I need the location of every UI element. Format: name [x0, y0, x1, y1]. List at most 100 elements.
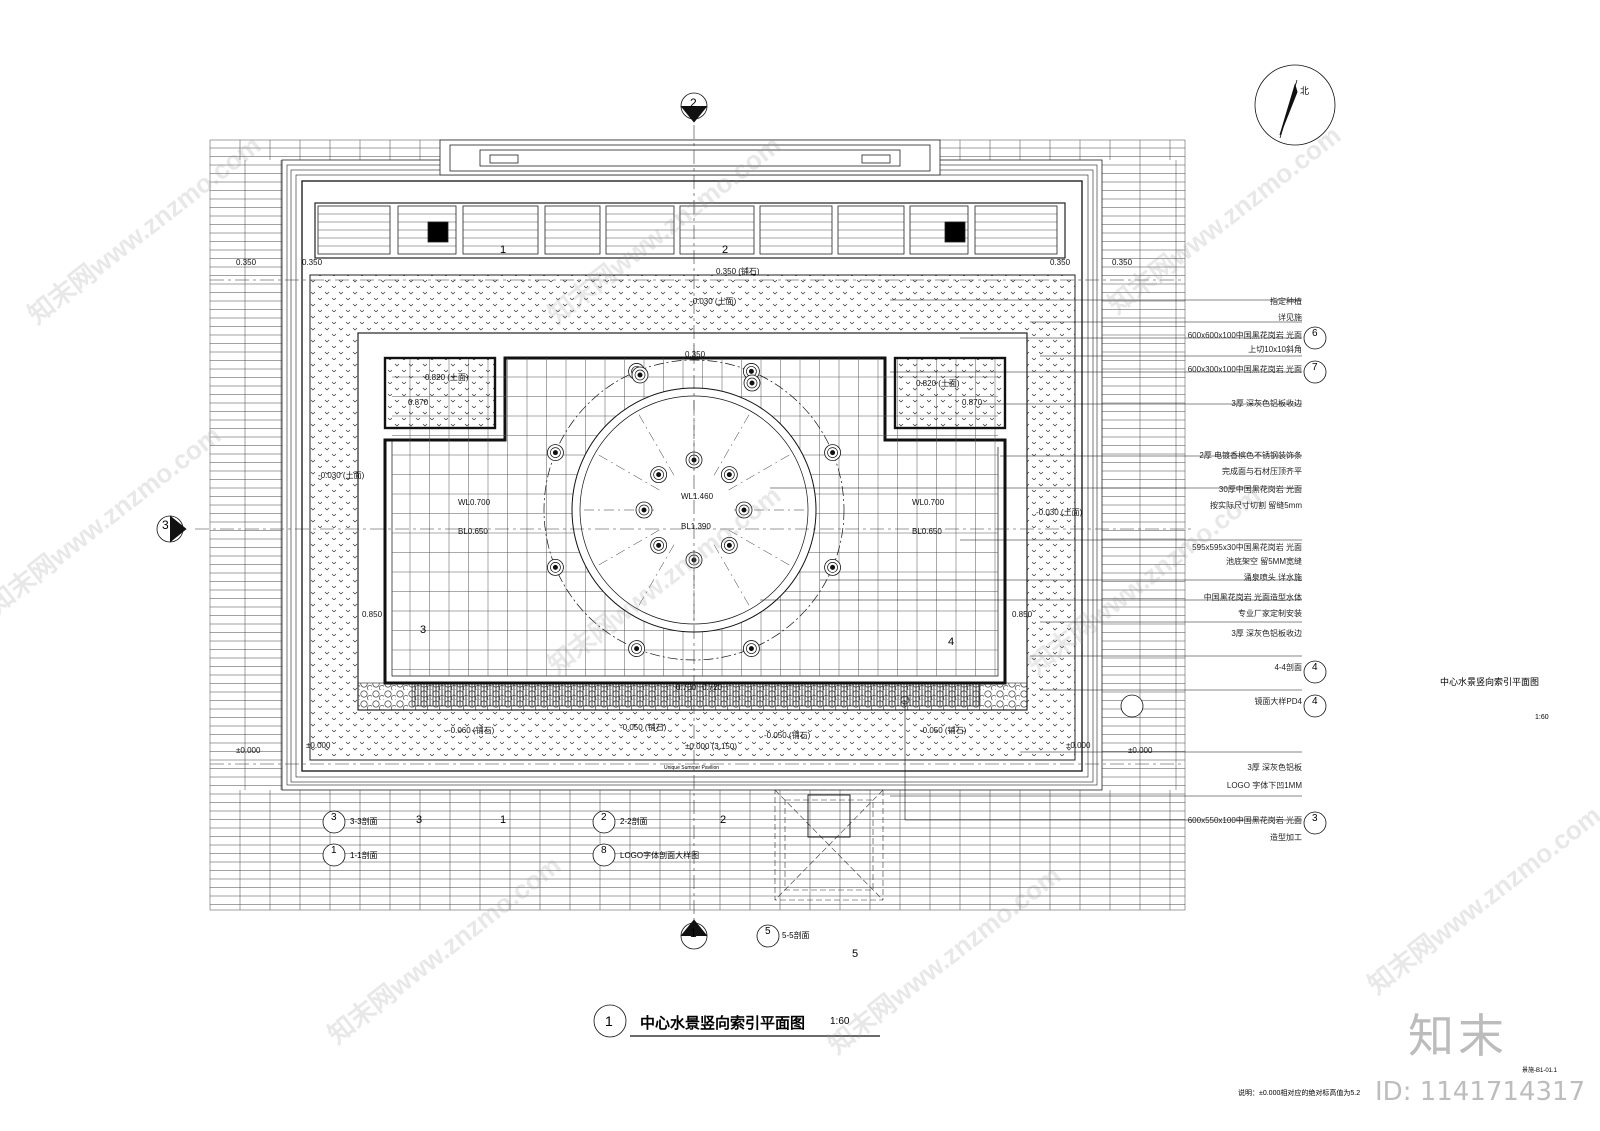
section-label: 2-2剖面 — [620, 817, 648, 826]
side-title: 中心水景竖向索引平面图 — [1440, 677, 1540, 687]
callout-label: 3厚 深灰色铝板收边 — [1231, 629, 1302, 638]
callout-label: 4-4剖面 — [1274, 663, 1302, 672]
ref-number: 2 — [690, 96, 697, 110]
level-label: WL0.700 — [912, 498, 945, 507]
level-label: -0.060 (铺石) — [448, 726, 495, 735]
level-label: 0.350 — [302, 258, 323, 267]
title-number: 1 — [605, 1013, 613, 1029]
callout-label: 上切10x10斜角 — [1248, 345, 1302, 354]
level-label: -0.050 (铺石) — [920, 726, 967, 735]
section-number: 1 — [500, 244, 507, 256]
callout-label: 专业厂家定制安装 — [1238, 609, 1302, 618]
pebble-band — [357, 682, 1028, 711]
axis-lines — [195, 125, 1195, 925]
callout-label: 造型加工 — [1270, 833, 1302, 842]
entry-steps — [774, 789, 884, 901]
drawing-title: 中心水景竖向索引平面图 — [640, 1015, 806, 1032]
level-label: 0.870 — [962, 398, 983, 407]
section-label: 3-3剖面 — [350, 817, 378, 826]
drawing-scale: 1:60 — [830, 1016, 850, 1027]
brand-logo: 知末 — [1408, 1009, 1508, 1063]
level-label: BL0.650 — [458, 527, 488, 536]
ref-number: 1 — [690, 926, 697, 940]
small-logo-label: Unique Summer Pavilion — [664, 765, 720, 771]
callout-label: 30厚中国黑花岗岩 光面 — [1218, 485, 1302, 494]
section-number: 3 — [416, 814, 423, 826]
callout-label: 详见施 — [1278, 313, 1302, 322]
north-label: 北 — [1300, 86, 1310, 96]
level-label: BL1.390 — [681, 522, 711, 531]
level-label: ±0.000 — [306, 741, 331, 750]
level-label: WL0.700 — [458, 498, 491, 507]
callout-label: 600x550x100中国黑花岗岩 光面 — [1187, 816, 1302, 825]
callout-label: 涌泉喷头 详水施 — [1243, 573, 1302, 582]
ref-number: 2 — [601, 812, 607, 823]
section-label: 1-1剖面 — [350, 851, 378, 860]
sheet-number: 景施-B1-01.1 — [1522, 1068, 1558, 1074]
level-label: 0.820 (土面) — [916, 379, 960, 388]
section-number: 3 — [420, 624, 427, 636]
level-label: 0.350 — [685, 350, 706, 359]
ref-number: 1 — [331, 845, 337, 856]
elevation-note: 说明：±0.000相对应的绝对标高值为5.2 — [1238, 1090, 1361, 1097]
callout-label: 池底架空 留5MM宽缝 — [1226, 557, 1302, 566]
level-label: BL0.650 — [912, 527, 942, 536]
level-label: 0.850 — [1012, 610, 1033, 619]
ref-number: 7 — [1312, 362, 1318, 373]
callout-label: 完成面与石材压顶齐平 — [1222, 467, 1302, 476]
section-label: 5-5剖面 — [782, 931, 810, 940]
level-label: -0.050 (铺石) — [620, 723, 667, 732]
ref-number: 6 — [1312, 328, 1318, 339]
leader-lines — [693, 299, 1302, 821]
level-label: -0.030 (土面) — [690, 297, 737, 306]
callout-label: 3厚 深灰色铝板收边 — [1231, 399, 1302, 408]
level-label: 0.350 — [236, 258, 257, 267]
level-label: ±0.000 — [236, 746, 261, 755]
level-label: 0.350 — [1112, 258, 1133, 267]
level-label: ±0.000 — [1128, 746, 1153, 755]
callout-label: 600x300x100中国黑花岗岩 光面 — [1187, 365, 1302, 374]
level-label: 0.870 — [408, 398, 429, 407]
section-number: 5 — [852, 948, 859, 960]
level-label: -0.050 (铺石) — [764, 731, 811, 740]
north-arrow-icon — [1254, 64, 1336, 146]
level-label: 0.850 — [362, 610, 383, 619]
ref-number: 8 — [601, 845, 607, 856]
callout-label: 指定种植 — [1270, 297, 1302, 306]
section-number: 1 — [500, 814, 507, 826]
side-scale: 1:60 — [1535, 714, 1549, 721]
callout-label: 595x595x30中国黑花岗岩 光面 — [1192, 543, 1302, 552]
level-label: -0.030 (土面) — [1036, 508, 1083, 517]
section-marker-icons — [156, 92, 1327, 1038]
level-label: WL1.460 — [681, 492, 714, 501]
section-label: LOGO字体剖面大样图 — [620, 851, 700, 860]
top-fret-motif — [439, 139, 941, 176]
ref-number: 3 — [1312, 813, 1318, 824]
level-label: -0.030 (土面) — [318, 471, 365, 480]
ref-number: 3 — [331, 812, 337, 823]
level-label: ±0.000 (3.150) — [685, 742, 737, 751]
level-label: 0.350 — [1050, 258, 1071, 267]
callout-label: LOGO 字体下凹1MM — [1226, 781, 1302, 790]
callout-label: 按实际尺寸切割 留缝5mm — [1210, 501, 1302, 510]
callout-label: 3厚 深灰色铝板 — [1247, 763, 1302, 772]
level-label: ±0.000 — [1066, 741, 1091, 750]
callout-label: 600x600x100中国黑花岗岩 光面 — [1187, 331, 1302, 340]
level-label: 0.350 (铺石) — [716, 267, 760, 276]
ref-number: 3 — [162, 518, 169, 532]
level-label: 0.820 (土面) — [425, 373, 469, 382]
section-number: 2 — [720, 814, 727, 826]
callout-label: 2厚 电镀香槟色不锈钢装饰条 — [1199, 451, 1302, 460]
callout-label: 镜面大样PD4 — [1254, 697, 1302, 706]
level-label: 0.720 — [702, 683, 723, 692]
image-id: ID: 1141714317 — [1375, 1077, 1586, 1107]
ref-number: 5 — [765, 926, 771, 937]
section-number: 4 — [948, 636, 955, 648]
callout-label: 中国黑花岗岩 光面造型水体 — [1203, 593, 1302, 602]
bench-row — [314, 202, 1066, 259]
ref-number: 4 — [1312, 696, 1318, 707]
ref-number: 4 — [1312, 662, 1318, 673]
level-label: 0.700 — [676, 683, 697, 692]
section-number: 2 — [722, 244, 729, 256]
